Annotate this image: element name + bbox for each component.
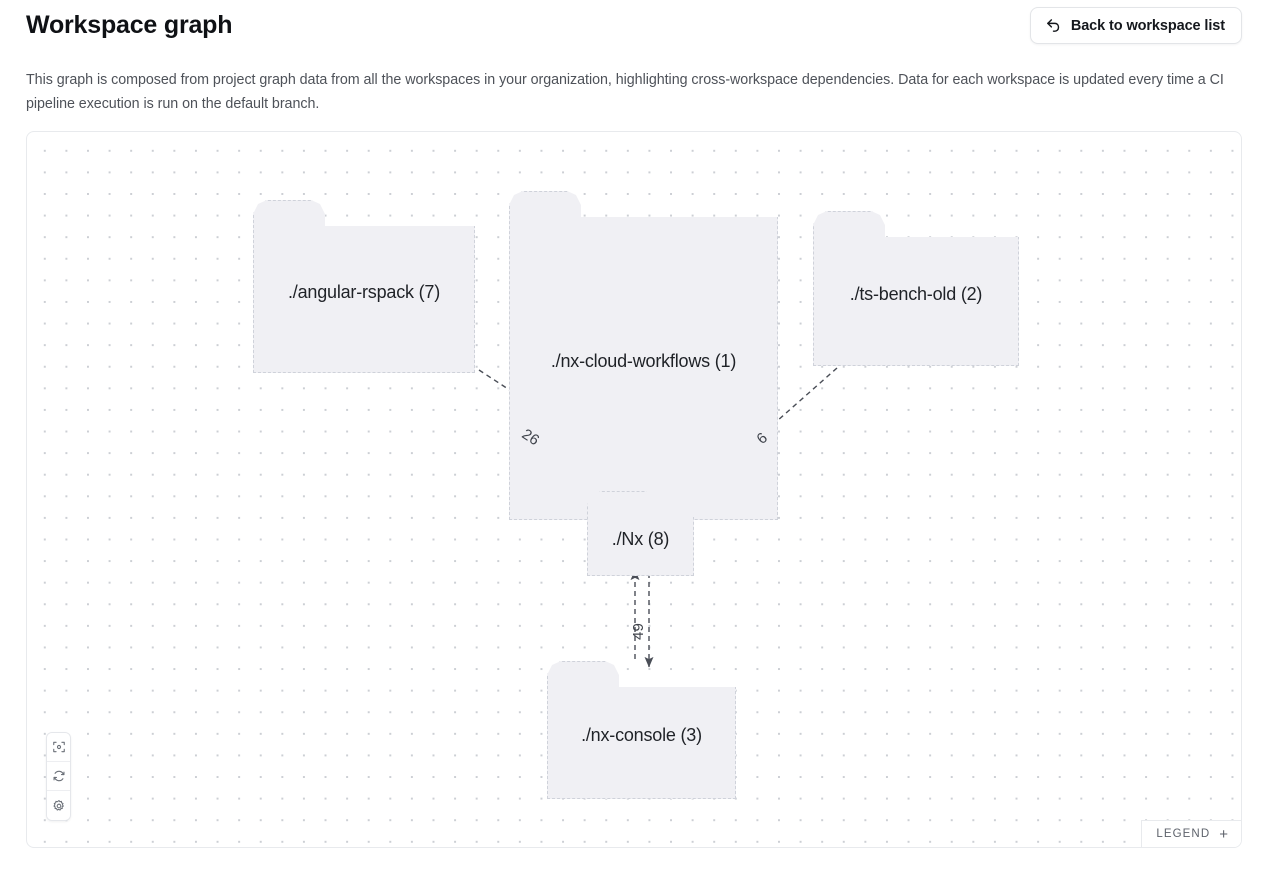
refresh-graph-button[interactable] xyxy=(47,762,70,791)
back-button-label: Back to workspace list xyxy=(1070,17,1225,34)
graph-surface[interactable]: ./angular-rspack (7) ./nx-cloud-workflows… xyxy=(27,132,1241,847)
graph-edge-label: 49 xyxy=(630,622,648,641)
graph-node-nx-console[interactable]: ./nx-console (3) xyxy=(547,661,736,799)
fit-to-screen-icon xyxy=(52,740,66,754)
graph-node-nx-cloud-workflows[interactable]: ./nx-cloud-workflows (1) xyxy=(509,191,778,520)
graph-node-label: ./nx-console (3) xyxy=(581,725,702,745)
graph-node-label: ./Nx (8) xyxy=(611,528,670,549)
fit-to-screen-button[interactable] xyxy=(47,733,70,762)
refresh-icon xyxy=(52,769,66,783)
gear-icon xyxy=(52,799,66,813)
page-description: This graph is composed from project grap… xyxy=(26,72,1224,113)
page-header: Workspace graph Back to workspace list xyxy=(26,7,1242,44)
graph-node-angular-rspack[interactable]: ./angular-rspack (7) xyxy=(253,200,475,373)
legend-expand-icon: + xyxy=(1219,825,1228,843)
graph-node-nx[interactable]: ./Nx (8) xyxy=(587,491,694,576)
graph-node-ts-bench-old[interactable]: ./ts-bench-old (2) xyxy=(813,211,1019,366)
graph-canvas[interactable]: ./angular-rspack (7) ./nx-cloud-workflows… xyxy=(26,131,1242,848)
graph-node-label: ./nx-cloud-workflows (1) xyxy=(550,350,737,371)
legend-label: LEGEND xyxy=(1156,828,1211,840)
back-to-workspace-list-button[interactable]: Back to workspace list xyxy=(1029,7,1242,44)
back-arrow-icon xyxy=(1045,17,1062,34)
legend-toggle[interactable]: LEGEND + xyxy=(1141,820,1241,847)
graph-node-label: ./ts-bench-old (2) xyxy=(849,283,983,304)
graph-settings-button[interactable] xyxy=(47,791,70,820)
graph-node-label: ./angular-rspack (7) xyxy=(287,281,441,302)
graph-controls[interactable] xyxy=(46,732,71,821)
page-title: Workspace graph xyxy=(26,11,233,39)
